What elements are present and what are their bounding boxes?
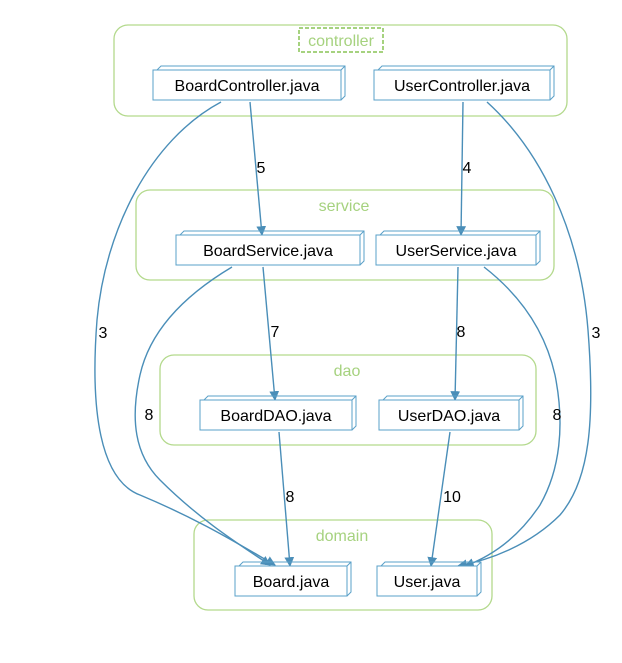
node-label-user-service: UserService.java xyxy=(396,243,517,260)
edge-label-userservice-userdao: 8 xyxy=(457,324,466,341)
dependency-labels: 5 4 3 3 7 8 8 8 8 10 xyxy=(99,160,601,506)
node-label-board-dao: BoardDAO.java xyxy=(220,408,331,425)
edge-label-boardservice-board: 8 xyxy=(145,407,154,424)
edge-label-boardservice-boarddao: 7 xyxy=(271,324,280,341)
edge-label-boardcontroller-boardservice: 5 xyxy=(257,160,266,177)
node-label-user-dao: UserDAO.java xyxy=(398,408,500,425)
node-user-controller[interactable]: UserController.java xyxy=(373,65,555,101)
package-service[interactable]: service xyxy=(135,189,555,281)
node-label-board: Board.java xyxy=(253,574,330,591)
edge-label-boardcontroller-board: 3 xyxy=(99,325,108,342)
edge-userdao-user[interactable] xyxy=(427,431,451,567)
node-board-service[interactable]: BoardService.java xyxy=(175,230,365,266)
node-label-user-controller: UserController.java xyxy=(394,78,530,95)
node-board-dao[interactable]: BoardDAO.java xyxy=(199,395,357,431)
edge-label-userdao-user: 10 xyxy=(443,489,461,506)
package-label-controller: controller xyxy=(308,33,374,50)
edge-userservice-user[interactable] xyxy=(464,266,561,568)
package-label-selection xyxy=(298,27,384,53)
edge-boardservice-board[interactable] xyxy=(134,266,271,566)
edge-usercontroller-userservice[interactable] xyxy=(456,101,467,236)
node-label-user: User.java xyxy=(394,574,461,591)
edge-boardservice-boarddao[interactable] xyxy=(262,266,280,401)
node-label-board-controller: BoardController.java xyxy=(175,78,320,95)
package-label-service: service xyxy=(319,198,370,215)
edge-boarddao-board[interactable] xyxy=(278,431,295,567)
package-dao[interactable]: dao xyxy=(159,354,537,446)
node-board[interactable]: Board.java xyxy=(234,561,352,597)
node-user-dao[interactable]: UserDAO.java xyxy=(378,395,524,431)
node-user[interactable]: User.java xyxy=(376,561,482,597)
package-label-domain: domain xyxy=(316,528,368,545)
dependency-edges xyxy=(94,101,592,570)
package-controller[interactable]: controller xyxy=(113,24,568,117)
node-board-controller[interactable]: BoardController.java xyxy=(152,65,346,101)
edge-label-userservice-user: 8 xyxy=(553,407,562,424)
edge-label-usercontroller-user: 3 xyxy=(592,325,601,342)
edge-label-usercontroller-userservice: 4 xyxy=(463,160,472,177)
edge-usercontroller-user[interactable] xyxy=(457,101,592,570)
edge-userservice-userdao[interactable] xyxy=(450,266,461,401)
package-label-dao: dao xyxy=(334,363,361,380)
package-domain[interactable]: domain xyxy=(193,519,493,611)
node-label-board-service: BoardService.java xyxy=(203,243,333,260)
edge-boardcontroller-boardservice[interactable] xyxy=(249,101,267,236)
edge-label-boarddao-board: 8 xyxy=(286,489,295,506)
node-user-service[interactable]: UserService.java xyxy=(375,230,541,266)
edge-boardcontroller-board[interactable] xyxy=(94,101,276,566)
